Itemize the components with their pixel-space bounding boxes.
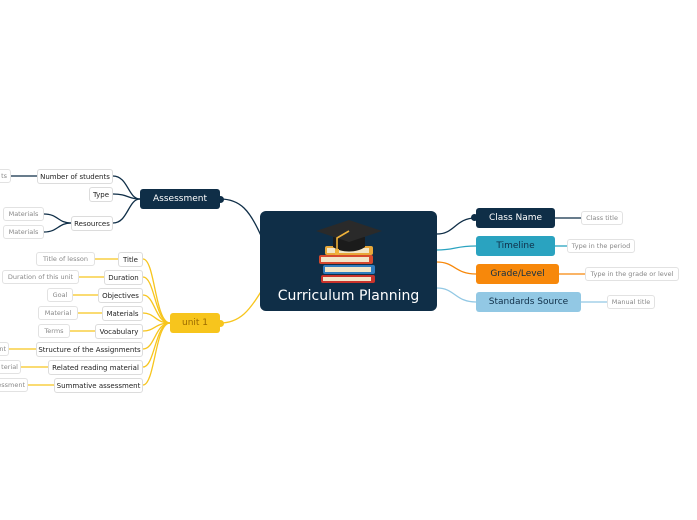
topic-assessment[interactable]: Assessment — [140, 189, 220, 209]
subtopic-summative-assessment[interactable]: Summative assessment — [54, 378, 143, 393]
topic-unit-1[interactable]: unit 1 — [170, 313, 220, 333]
graduation-cap-books-icon — [316, 220, 382, 283]
subtopic-structure-of-assignments[interactable]: Structure of the Assignments — [36, 342, 143, 357]
link-grade-level — [436, 261, 477, 275]
connector-dot — [217, 320, 224, 327]
topic-standards-source[interactable]: Standards Source — [476, 292, 581, 312]
subtopic-type[interactable]: Type — [89, 187, 113, 202]
leaf-structure-example[interactable]: nt — [0, 342, 9, 356]
subtopic-label: Vocabulary — [99, 327, 139, 336]
leaf-reading-material[interactable]: terial — [0, 360, 21, 374]
link-resources — [112, 198, 141, 224]
leaf-manual-title[interactable]: Manual title — [607, 295, 655, 309]
leaf-text: Terms — [44, 327, 64, 335]
subtopic-materials[interactable]: Materials — [102, 306, 143, 321]
leaf-text: Material — [44, 309, 72, 317]
leaf-text: Class title — [586, 214, 618, 222]
subtopic-related-reading[interactable]: Related reading material — [48, 360, 143, 375]
topic-label: Standards Source — [488, 297, 569, 307]
topic-class-name[interactable]: Class Name — [476, 208, 555, 228]
subtopic-label: Related reading material — [52, 363, 139, 372]
link-materials-2 — [43, 222, 72, 233]
subtopic-vocabulary[interactable]: Vocabulary — [95, 324, 143, 339]
leaf-text: ssessment — [0, 381, 25, 389]
subtopic-label: Number of students — [40, 172, 110, 181]
link-assessment — [219, 198, 263, 239]
link-timeline — [436, 245, 477, 251]
connector-dot — [471, 214, 478, 221]
leaf-text: Goal — [52, 291, 68, 299]
leaf-materials[interactable]: Materials — [3, 225, 44, 239]
leaf-materials[interactable]: Materials — [3, 207, 44, 221]
subtopic-title[interactable]: Title — [118, 252, 143, 267]
subtopic-resources[interactable]: Resources — [71, 216, 113, 231]
subtopic-label: Objectives — [102, 291, 139, 300]
leaf-text: Type in the period — [571, 242, 631, 250]
leaf-text: terial — [1, 363, 18, 371]
subtopic-label: Structure of the Assignments — [38, 345, 141, 354]
link-unit1 — [219, 289, 263, 324]
leaf-text: Duration of this unit — [7, 273, 74, 281]
leaf-type-grade[interactable]: Type in the grade or level — [585, 267, 679, 281]
leaf-material[interactable]: Material — [38, 306, 78, 320]
topic-grade-level[interactable]: Grade/Level — [476, 264, 559, 284]
leaf-text: Manual title — [611, 298, 651, 306]
topic-timeline[interactable]: Timeline — [476, 236, 555, 256]
topic-label: Class Name — [488, 213, 543, 223]
leaf-text: Title of lesson — [42, 255, 88, 263]
subtopic-objectives[interactable]: Objectives — [98, 288, 143, 303]
subtopic-label: Resources — [74, 219, 110, 228]
topic-label: Assessment — [153, 194, 207, 204]
topic-label: Timeline — [496, 241, 535, 251]
topic-label: Grade/Level — [490, 269, 545, 279]
central-topic[interactable]: Curriculum Planning — [260, 211, 437, 311]
leaf-text: nt — [0, 345, 6, 353]
subtopic-duration[interactable]: Duration — [104, 270, 143, 285]
leaf-text: Type in the grade or level — [590, 270, 674, 278]
subtopic-number-of-students[interactable]: Number of students — [37, 169, 113, 184]
topic-label: unit 1 — [181, 318, 209, 328]
leaf-text: ts — [1, 172, 7, 180]
leaf-class-title[interactable]: Class title — [581, 211, 623, 225]
link-materials-1 — [43, 213, 72, 224]
leaf-assessment[interactable]: ssessment — [0, 378, 28, 392]
leaf-text: Materials — [8, 210, 39, 218]
link-class-name — [436, 217, 477, 235]
leaf-text: Materials — [8, 228, 39, 236]
subtopic-label: Summative assessment — [56, 381, 141, 390]
subtopic-label: Duration — [108, 273, 139, 282]
leaf-students[interactable]: ts — [0, 169, 11, 183]
leaf-duration-of-unit[interactable]: Duration of this unit — [2, 270, 79, 284]
subtopic-label: Materials — [106, 309, 139, 318]
connector-dot — [217, 196, 224, 203]
link-standards-source — [436, 287, 477, 303]
leaf-title-of-lesson[interactable]: Title of lesson — [36, 252, 95, 266]
subtopic-label: Type — [92, 190, 110, 199]
subtopic-label: Title — [122, 255, 138, 264]
central-title: Curriculum Planning — [277, 288, 420, 304]
link-type — [112, 193, 141, 200]
leaf-type-period[interactable]: Type in the period — [567, 239, 635, 253]
leaf-goal[interactable]: Goal — [47, 288, 73, 302]
leaf-terms[interactable]: Terms — [38, 324, 70, 338]
